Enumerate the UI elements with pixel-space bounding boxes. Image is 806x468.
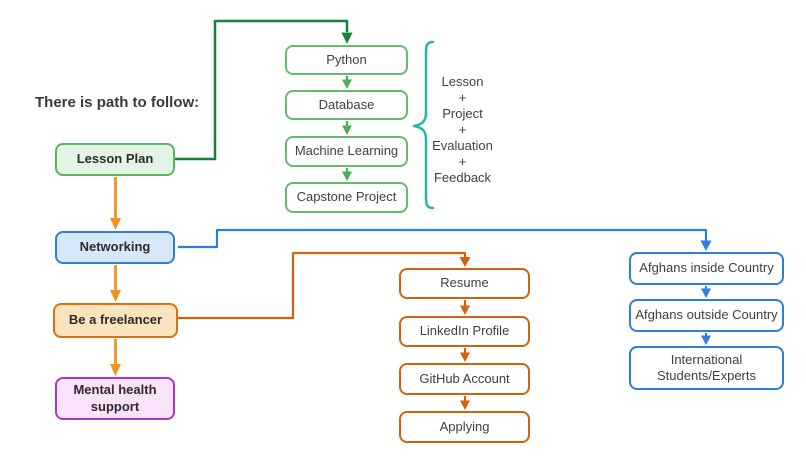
brace-line: + <box>458 122 467 137</box>
node-afghans-inside-country: Afghans inside Country <box>629 252 784 285</box>
arrows-lesson-steps <box>342 76 352 181</box>
node-applying: Applying <box>399 411 530 443</box>
connector-networking-targets <box>178 228 712 345</box>
node-database: Database <box>285 90 408 120</box>
brace-line: + <box>458 90 467 105</box>
node-resume: Resume <box>399 268 530 299</box>
node-lesson-plan: Lesson Plan <box>55 143 175 176</box>
node-github-account: GitHub Account <box>399 363 530 395</box>
brace-line: Feedback <box>433 170 492 185</box>
page-title: There is path to follow: <box>35 94 200 111</box>
node-be-a-freelancer: Be a freelancer <box>53 303 178 338</box>
connector-freelancer-steps <box>178 251 471 410</box>
node-mental-health-support: Mental health support <box>55 377 175 420</box>
brace-line: Evaluation <box>432 138 493 153</box>
node-linkedin-profile: LinkedIn Profile <box>399 316 530 347</box>
connector-lessonplan-to-python <box>175 19 353 161</box>
node-machine-learning: Machine Learning <box>285 136 408 167</box>
node-networking: Networking <box>55 231 175 264</box>
brace-line: + <box>458 154 467 169</box>
node-afghans-outside-country: Afghans outside Country <box>629 299 784 332</box>
brace-annotation: Lesson + Project + Evaluation + Feedback <box>430 74 495 186</box>
brace-line: Project <box>442 106 483 121</box>
curly-brace <box>412 40 435 210</box>
node-international-students-experts: International Students/Experts <box>629 346 784 390</box>
arrows-main-path <box>110 177 121 376</box>
node-python: Python <box>285 45 408 75</box>
node-capstone-project: Capstone Project <box>285 182 408 213</box>
brace-line: Lesson <box>441 74 484 89</box>
